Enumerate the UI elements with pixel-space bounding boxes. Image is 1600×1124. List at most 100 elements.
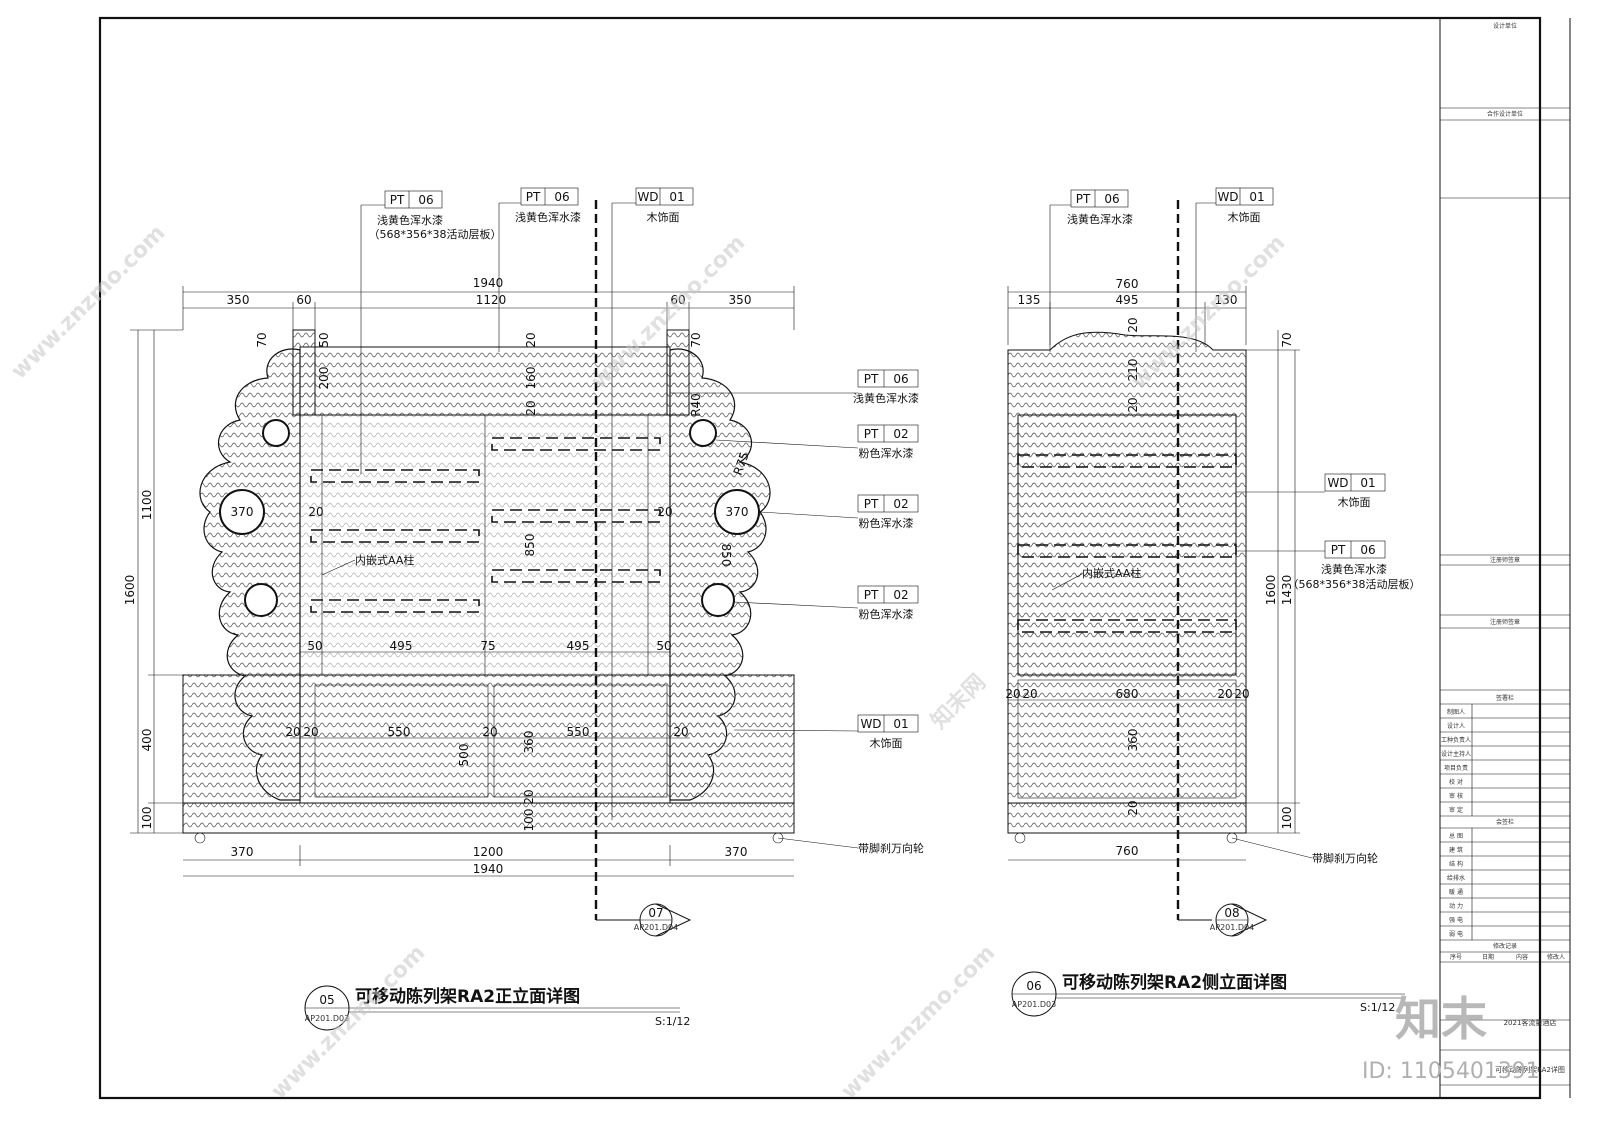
section-arrow-icon — [655, 903, 692, 937]
caster-wheel — [772, 832, 784, 844]
dim-height-label: 1600 — [1264, 575, 1278, 606]
dim-inner: 20 — [673, 725, 688, 739]
dim-height-upper: 70 — [1280, 332, 1294, 347]
view-number: 05 — [319, 993, 334, 1007]
reg-stamp-label: 注册师签章 — [1490, 556, 1520, 564]
view-scale: S:1/12 — [655, 1015, 690, 1028]
aa-column-label: 内嵌式AA柱 — [1082, 566, 1141, 580]
sign-row-label: 审 定 — [1449, 806, 1463, 814]
tag-desc: 浅黄色浑水漆 — [1067, 212, 1133, 226]
aa-column-label: 内嵌式AA柱 — [355, 553, 414, 567]
shelf-left-1 — [310, 469, 480, 483]
tag-code: PT — [864, 588, 879, 602]
caster-wheel — [1014, 832, 1026, 844]
view-scale: S:1/12 — [1360, 1001, 1395, 1014]
dim-inner: 550 — [567, 725, 590, 739]
dim-inner: 20 — [285, 725, 300, 739]
dim-overall-top: 1940 — [473, 276, 504, 290]
dim-inner: 495 — [567, 639, 590, 653]
material-tag — [1215, 187, 1274, 206]
dim-inner: 210 — [1126, 359, 1140, 382]
revision-col: 日期 — [1482, 953, 1494, 961]
company-row-label: 总 图 — [1449, 832, 1463, 840]
round-hole — [244, 583, 278, 617]
dim-inner: 370 — [231, 505, 254, 519]
right-post — [666, 329, 690, 416]
view-sheet-ref: AP201.D03 — [305, 1014, 349, 1023]
tag-num: 01 — [669, 190, 684, 204]
material-tag — [857, 494, 919, 513]
tag-desc: 粉色浑水漆 — [859, 446, 914, 460]
view-title: 可移动陈列架RA2侧立面详图 — [1062, 972, 1287, 993]
revision-header: 修改记录 — [1493, 942, 1517, 950]
material-tag — [635, 187, 694, 206]
sign-row-label: 校 对 — [1449, 778, 1463, 786]
watermark-logo: 知末 — [1395, 992, 1487, 1046]
dim-overall-bottom: 1940 — [473, 862, 504, 876]
side-drawer — [1017, 679, 1237, 799]
dim-inner: 495 — [390, 639, 413, 653]
side-plinth — [1007, 802, 1247, 834]
dim-height-middle: 400 — [140, 729, 154, 752]
dim-inner: 20 — [524, 332, 538, 347]
dim-inner: 360 — [522, 731, 536, 754]
dim-height-base: 100 — [1280, 807, 1294, 830]
company-row-label: 建 筑 — [1449, 846, 1463, 854]
tag-desc: 木饰面 — [647, 210, 680, 224]
round-hole — [262, 419, 290, 447]
watermark-text: www.znzmo.com — [267, 940, 431, 1104]
section-mark-ref: AP201.D04 — [634, 923, 678, 932]
project-name: 2021客流量酒店 — [1504, 1018, 1557, 1027]
revision-col: 序号 — [1450, 953, 1462, 961]
leader-line — [733, 601, 859, 609]
tag-code: PT — [864, 497, 879, 511]
dim-seg: 370 — [725, 845, 748, 859]
tag-desc: 浅黄色浑水漆 — [377, 213, 443, 227]
dim-inner: 20 — [1126, 317, 1140, 332]
plinth — [182, 802, 795, 834]
tag-num: 06 — [1360, 543, 1375, 557]
dim-inner: 20 — [1217, 687, 1232, 701]
dim-inner: 850 — [719, 544, 733, 567]
dim-inner: 50 — [307, 639, 322, 653]
dim-inner: 20 — [1126, 800, 1140, 815]
design-unit-label: 设计单位 — [1493, 22, 1517, 30]
view-sheet-ref: AP201.D03 — [1012, 1000, 1056, 1009]
tag-sub: （568*356*38活动层板） — [369, 227, 502, 241]
dim-inner: 20 — [482, 725, 497, 739]
shelf-right-2 — [491, 509, 661, 523]
dim-seg: 1200 — [473, 845, 504, 859]
caster-wheel — [194, 832, 206, 844]
sign-row-label: 项目负责 — [1444, 764, 1468, 772]
material-tag — [520, 187, 579, 206]
dim-height-overall: 1430 — [1280, 575, 1294, 606]
dim-inner: 20 — [657, 505, 672, 519]
sign-header: 签署栏 — [1496, 694, 1514, 702]
left-drawer — [314, 684, 489, 798]
dim-inner: 100 — [522, 809, 536, 832]
left-base-wing — [182, 674, 301, 804]
watermark-brand: 知末网 — [926, 669, 991, 734]
sign-row-label: 制图人 — [1447, 708, 1465, 716]
tag-num: 01 — [893, 717, 908, 731]
tag-code: PT — [864, 372, 879, 386]
tag-desc: 浅黄色浑水漆 — [853, 391, 919, 405]
dim-inner: 20 — [1005, 687, 1020, 701]
company-rows: 总 图 建 筑 结 构 给排水 暖 通 动 力 强 电 弱 电 — [1440, 832, 1570, 941]
sign-row-label: 设计主持人 — [1441, 750, 1471, 758]
front-elevation: 1940 350 60 1120 60 350 370 1200 370 194… — [123, 187, 924, 1031]
company-row-label: 弱 电 — [1449, 930, 1463, 938]
tag-code: WD — [637, 190, 658, 204]
tag-desc: 粉色浑水漆 — [859, 516, 914, 530]
dim-inner: 850 — [523, 534, 537, 557]
leader-line — [321, 559, 356, 576]
company-row-label: 结 构 — [1449, 860, 1463, 868]
side-shelf-3 — [1017, 619, 1237, 633]
company-header: 会签栏 — [1496, 818, 1514, 826]
tag-sub: （568*356*38活动层板） — [1288, 577, 1421, 591]
tag-num: 06 — [1104, 192, 1119, 206]
tag-desc: 浅黄色浑水漆 — [1321, 562, 1387, 576]
tag-num: 01 — [1360, 476, 1375, 490]
round-hole — [701, 583, 735, 617]
